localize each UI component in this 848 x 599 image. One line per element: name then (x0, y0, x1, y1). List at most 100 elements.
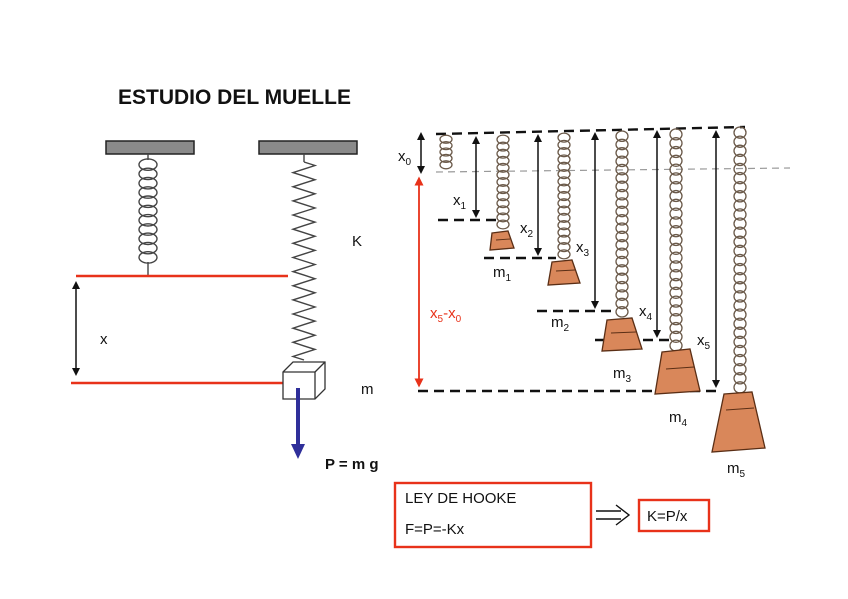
mass-m2 (547, 259, 581, 286)
spring-turn (496, 198, 510, 209)
spring-turn (733, 235, 747, 249)
top-dashed-line (435, 125, 746, 136)
spring-turn (733, 299, 747, 312)
spring-turn (669, 181, 683, 194)
label-x2: x2 (520, 220, 534, 240)
spring-coil (290, 161, 318, 361)
spring-turn (669, 260, 683, 273)
spring-turn (615, 280, 629, 293)
spring-turn (557, 220, 571, 231)
spring-turn (496, 141, 510, 152)
mass-m4 (654, 348, 701, 395)
spring-turn (557, 212, 571, 224)
spring-turn (733, 208, 747, 221)
page-title: ESTUDIO DEL MUELLE (118, 86, 351, 109)
spring-at-rest (138, 154, 158, 276)
spring-turn (557, 198, 571, 209)
label-x4: x4 (639, 303, 653, 323)
spring-turn (733, 144, 747, 158)
spring-turn (669, 216, 683, 229)
spring-turn (439, 147, 453, 157)
spring-turn (733, 217, 747, 230)
right-diagram: x0 x1 x2 x3 x4 x5 x5-x0 m1 m2 m3 m4 m5 (398, 125, 791, 480)
spring-turn (557, 190, 571, 202)
spring-turn (557, 183, 571, 194)
weight-arrow (291, 388, 305, 459)
hooke-title: LEY DE HOOKE (405, 490, 516, 507)
spring-turn (557, 139, 571, 151)
spring-turn (615, 130, 629, 143)
spring-turn (557, 154, 571, 165)
spring-turn (557, 249, 571, 260)
spring-turn (557, 132, 571, 143)
spring-turn (615, 147, 629, 159)
mass-m3 (601, 317, 643, 352)
right-springs (439, 126, 747, 394)
label-x5-minus-x0: x5-x0 (430, 305, 462, 325)
rest-dashed-line (435, 167, 791, 173)
spring-turn (496, 134, 510, 145)
label-x1: x1 (453, 192, 467, 212)
spring-turn (615, 180, 629, 193)
hooke-formula: F=P=-Kx (405, 521, 465, 538)
spring-turn (496, 162, 510, 173)
spring-turn (615, 155, 629, 168)
spring-turn (615, 297, 629, 310)
spring-turn (733, 126, 747, 139)
spring-turn (733, 162, 747, 176)
spring-turn (733, 353, 747, 367)
spring-turn (733, 372, 747, 385)
left-diagram: x K m P = m g (71, 140, 379, 473)
spring-turn (733, 335, 747, 349)
x-label: x (100, 331, 108, 348)
spring-turn (138, 223, 158, 236)
spring-turn (733, 362, 747, 376)
spring-turn (615, 264, 629, 276)
spring-turn (733, 281, 747, 294)
spring-turn (138, 232, 158, 246)
spring-turn (733, 199, 747, 212)
spring-turn (669, 128, 683, 141)
spring-turn (615, 305, 629, 318)
spring-turn (615, 247, 629, 260)
spring-turn (615, 239, 629, 251)
spring-turn (138, 195, 158, 209)
spring-turn (669, 330, 683, 343)
spring-turn (557, 168, 571, 180)
spring-turn (615, 172, 629, 184)
spring-turn (496, 148, 510, 159)
spring-turn (496, 176, 510, 188)
k-label: K (352, 233, 362, 250)
result-formula: K=P/x (647, 508, 688, 525)
spring-turn (615, 222, 629, 235)
spring-turn (669, 321, 683, 335)
label-x5: x5 (697, 332, 711, 352)
spring-turn (669, 163, 683, 176)
spring-turn (138, 186, 158, 199)
spring-turn (669, 313, 683, 326)
spring-turn (439, 134, 453, 144)
spring-turn (669, 225, 683, 238)
hooke-law-box: LEY DE HOOKE F=P=-Kx (393, 481, 593, 549)
spring-turn (615, 213, 629, 226)
spring-turn (615, 289, 629, 301)
spring-turn (615, 188, 629, 201)
spring-turn (615, 255, 629, 268)
spring-turn (733, 226, 747, 239)
spring-turn (669, 269, 683, 282)
spring-turn (557, 227, 571, 238)
spring-turn (557, 147, 571, 158)
spring-turn (669, 154, 683, 167)
spring-turn (733, 271, 747, 285)
spring-turn (496, 212, 510, 223)
spring-turn (669, 207, 683, 220)
ceiling-right (258, 140, 358, 155)
spring-turn (615, 138, 629, 151)
spring-turn (615, 163, 629, 176)
spring-turn (733, 262, 747, 276)
spring-turn (669, 277, 683, 291)
label-m3: m3 (613, 365, 632, 385)
spring-turn (733, 317, 747, 330)
spring-turn (496, 155, 510, 166)
spring-turn (439, 153, 453, 164)
